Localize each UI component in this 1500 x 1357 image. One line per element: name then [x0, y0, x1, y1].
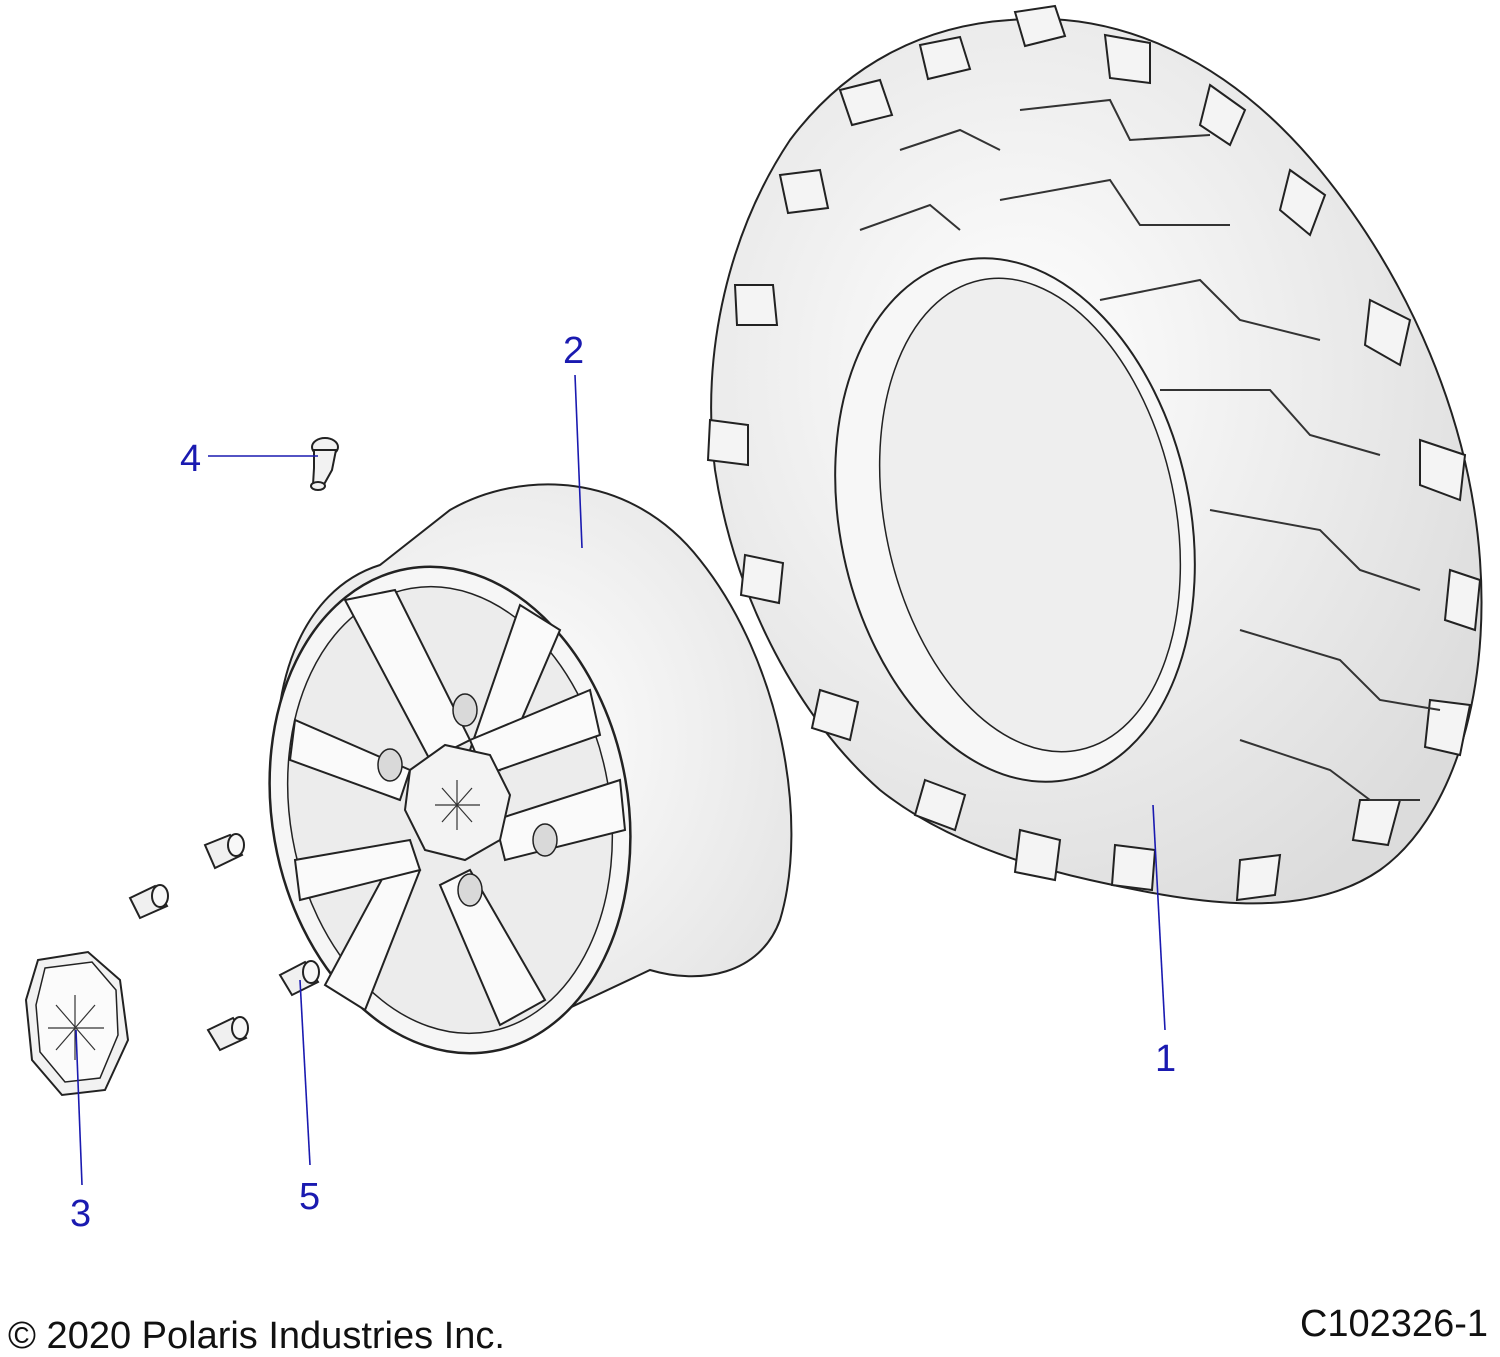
- lug-nut: [278, 960, 320, 997]
- callout-valve-stem: 4: [180, 438, 202, 480]
- leader-line-hub-cap: [75, 1029, 83, 1186]
- lug-nut: [203, 833, 245, 870]
- lug-holes: [377, 693, 558, 907]
- wheel: [268, 483, 793, 1055]
- wheel-star-emblem-icon: [435, 780, 480, 830]
- copyright-notice: © 2020 Polaris Industries Inc.: [8, 1315, 505, 1357]
- leader-lines: [75, 374, 1166, 1186]
- callout-wheel: 2: [563, 330, 585, 372]
- tread-lugs: [706, 4, 1482, 902]
- hub-cap-star-emblem-icon: [48, 995, 104, 1060]
- lug-nut: [128, 884, 169, 920]
- lug-nuts: [128, 833, 320, 1052]
- leader-line-lug-nut: [299, 979, 311, 1166]
- callout-hub-cap: 3: [70, 1193, 92, 1235]
- leader-line-wheel: [574, 374, 583, 549]
- hub-cap: [24, 950, 130, 1097]
- tread-chevrons: [859, 98, 1441, 801]
- leader-line-tire: [1152, 804, 1166, 1031]
- callout-tire: 1: [1155, 1038, 1177, 1080]
- lug-nut: [206, 1016, 249, 1052]
- wheel-spokes: [288, 588, 627, 1027]
- figure-id: C102326-1: [1299, 1303, 1488, 1345]
- tire: [706, 4, 1483, 905]
- callout-lug-nut: 5: [299, 1176, 321, 1218]
- valve-stem: [310, 437, 339, 491]
